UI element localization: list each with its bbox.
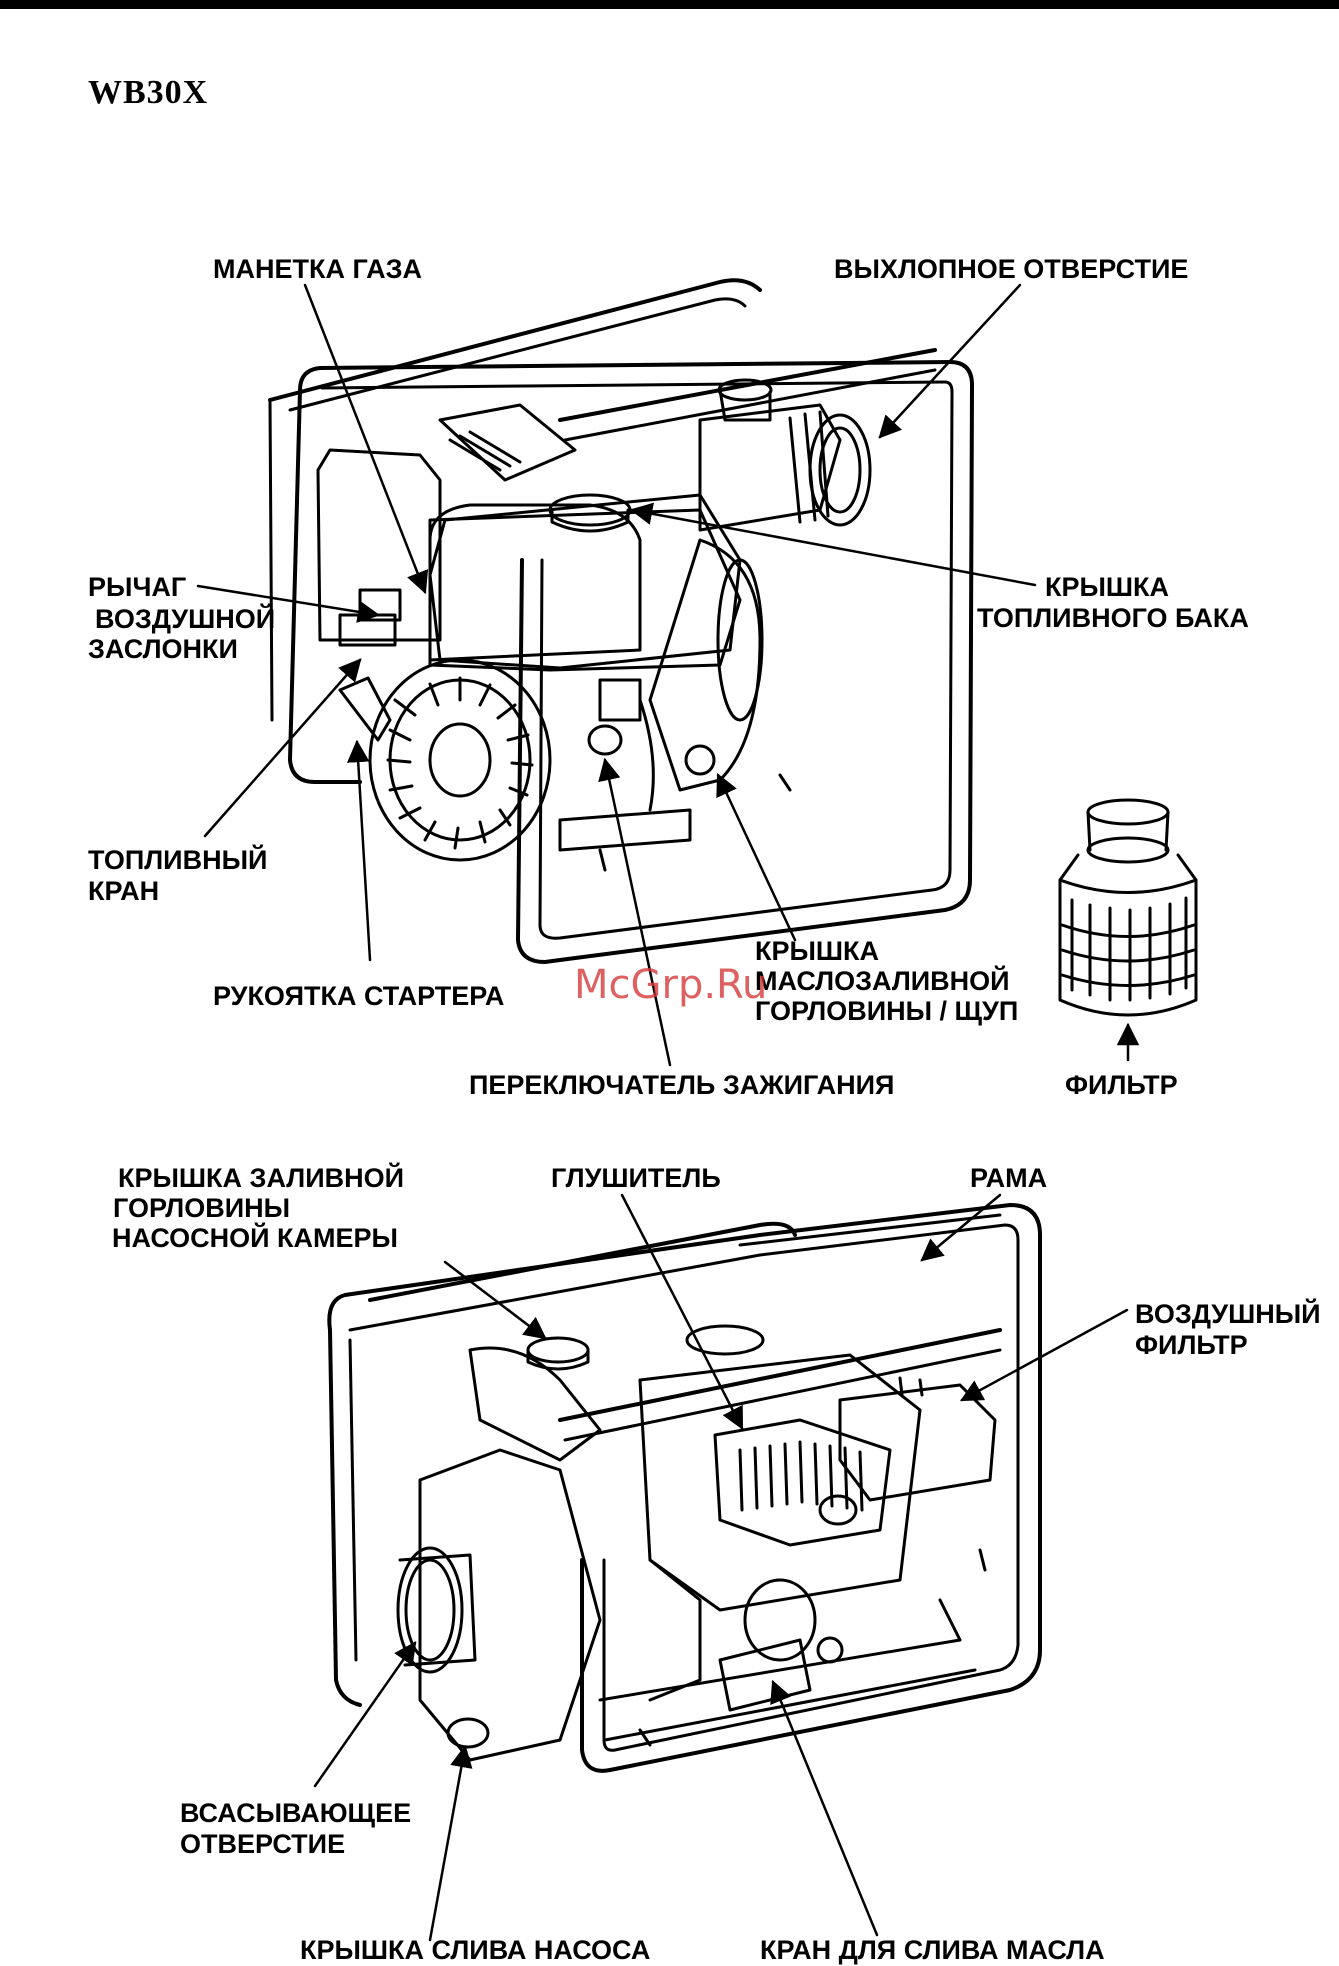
leader-fuel-valve (203, 658, 362, 838)
leader-frame (920, 1193, 1002, 1262)
leader-air-filter (960, 1308, 1129, 1402)
model-title: WB30X (88, 74, 209, 111)
label-fuel-cap-line1: КРЫШКА (1045, 572, 1170, 602)
label-oil-drain-valve: КРАН ДЛЯ СЛИВА МАСЛА (760, 1935, 1105, 1965)
callout-leaders (196, 283, 1140, 1942)
leader-ignition (598, 757, 672, 1067)
label-prime-cap-line3: НАСОСНОЙ КАМЕРЫ (112, 1223, 398, 1253)
label-prime-cap-line1: КРЫШКА ЗАЛИВНОЙ (118, 1163, 405, 1193)
label-starter-grip: РУКОЯТКА СТАРТЕРА (213, 981, 505, 1011)
label-air-filter-line2: ФИЛЬТР (1135, 1330, 1248, 1360)
bottom-pump-drawing (327, 1203, 1042, 1773)
label-suction-line1: ВСАСЫВАЮЩЕЕ (180, 1798, 412, 1828)
label-muffler: ГЛУШИТЕЛЬ (551, 1163, 721, 1193)
leader-muffler (620, 1193, 744, 1431)
leader-starter (346, 739, 372, 962)
label-choke-line2: ВОЗДУШНОЙ (95, 604, 276, 634)
label-throttle: МАНЕТКА ГАЗА (213, 254, 422, 284)
label-oil-cap-line1: КРЫШКА (755, 936, 880, 966)
label-suction-line2: ОТВЕРСТИЕ (180, 1829, 346, 1859)
label-strainer: ФИЛЬТР (1065, 1070, 1178, 1100)
leader-choke (196, 584, 381, 623)
label-frame: РАМА (970, 1163, 1048, 1193)
watermark: McGrp.Ru (574, 962, 768, 1008)
label-choke-line3: ЗАСЛОНКИ (88, 634, 238, 664)
label-fuel-valve-line2: КРАН (88, 876, 160, 906)
leader-prime-cap (443, 1260, 547, 1340)
label-exhaust-outlet: ВЫХЛОПНОЕ ОТВЕРСТИЕ (834, 254, 1189, 284)
leader-fuel-cap (629, 502, 1037, 587)
strainer-filter-drawing (1058, 798, 1198, 1017)
label-oil-cap-line2: МАСЛОЗАЛИВНОЙ (755, 966, 1010, 996)
leader-exhaust (878, 283, 1022, 439)
leader-suction (313, 1641, 417, 1788)
leader-oil-cap (716, 772, 797, 942)
label-pump-drain-plug: КРЫШКА СЛИВА НАСОСА (300, 1935, 651, 1965)
label-air-filter-line1: ВОЗДУШНЫЙ (1135, 1299, 1321, 1329)
label-choke-line1: РЫЧАГ (88, 572, 187, 602)
top-rule (0, 0, 1339, 9)
top-pump-drawing (268, 278, 974, 964)
label-ignition-switch: ПЕРЕКЛЮЧАТЕЛЬ ЗАЖИГАНИЯ (469, 1070, 895, 1100)
label-fuel-valve-line1: ТОПЛИВНЫЙ (88, 845, 268, 875)
label-oil-cap-line3: ГОРЛОВИНЫ / ЩУП (755, 996, 1019, 1026)
leader-oil-drain (770, 1679, 879, 1937)
leader-pump-drain (428, 1744, 473, 1942)
leader-throttle (303, 283, 429, 595)
label-prime-cap-line2: ГОРЛОВИНЫ (113, 1193, 291, 1223)
label-fuel-cap-line2: ТОПЛИВНОГО БАКА (977, 603, 1249, 633)
